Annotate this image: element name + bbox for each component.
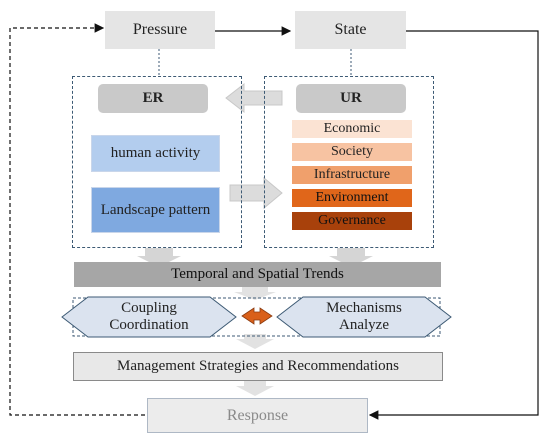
ur-panel	[264, 76, 434, 248]
response-box: Response	[147, 398, 368, 433]
coupling-double-arrow	[241, 307, 273, 325]
coupling-coordination-label: Coupling Coordination	[109, 300, 189, 333]
mechanisms-analyze-hexagon	[276, 296, 452, 338]
state-box: State	[295, 11, 406, 49]
coupling-down-arrow	[236, 334, 274, 349]
ur-header: UR	[296, 84, 406, 113]
pressure-box: Pressure	[105, 11, 215, 49]
management-strategies-box: Management Strategies and Recommendation…	[73, 352, 443, 381]
er-item-landscape-pattern: Landscape pattern	[91, 187, 220, 233]
ur-down-arrow	[329, 248, 373, 267]
ur-item-society: Society	[291, 142, 413, 162]
mechanisms-analyze-label: Mechanisms Analyze	[326, 300, 402, 333]
ur-item-governance: Governance	[291, 211, 413, 231]
response-to-pressure-connector	[9, 23, 145, 416]
temporal-spatial-trends-bar: Temporal and Spatial Trends	[74, 262, 441, 287]
er-header: ER	[98, 84, 208, 113]
ur-to-er-arrow	[225, 82, 283, 114]
ur-item-economic: Economic	[291, 119, 413, 139]
ur-item-infrastructure: Infrastructure	[291, 165, 413, 185]
er-panel	[72, 76, 242, 248]
coupling-coordination-hexagon	[61, 296, 237, 338]
er-item-human-activity: human activity	[91, 135, 220, 172]
state-to-response-connector	[368, 30, 539, 420]
er-down-arrow	[137, 248, 181, 267]
trends-down-arrow	[234, 287, 276, 300]
ur-item-environment: Environment	[291, 188, 413, 208]
management-down-arrow	[236, 381, 274, 396]
